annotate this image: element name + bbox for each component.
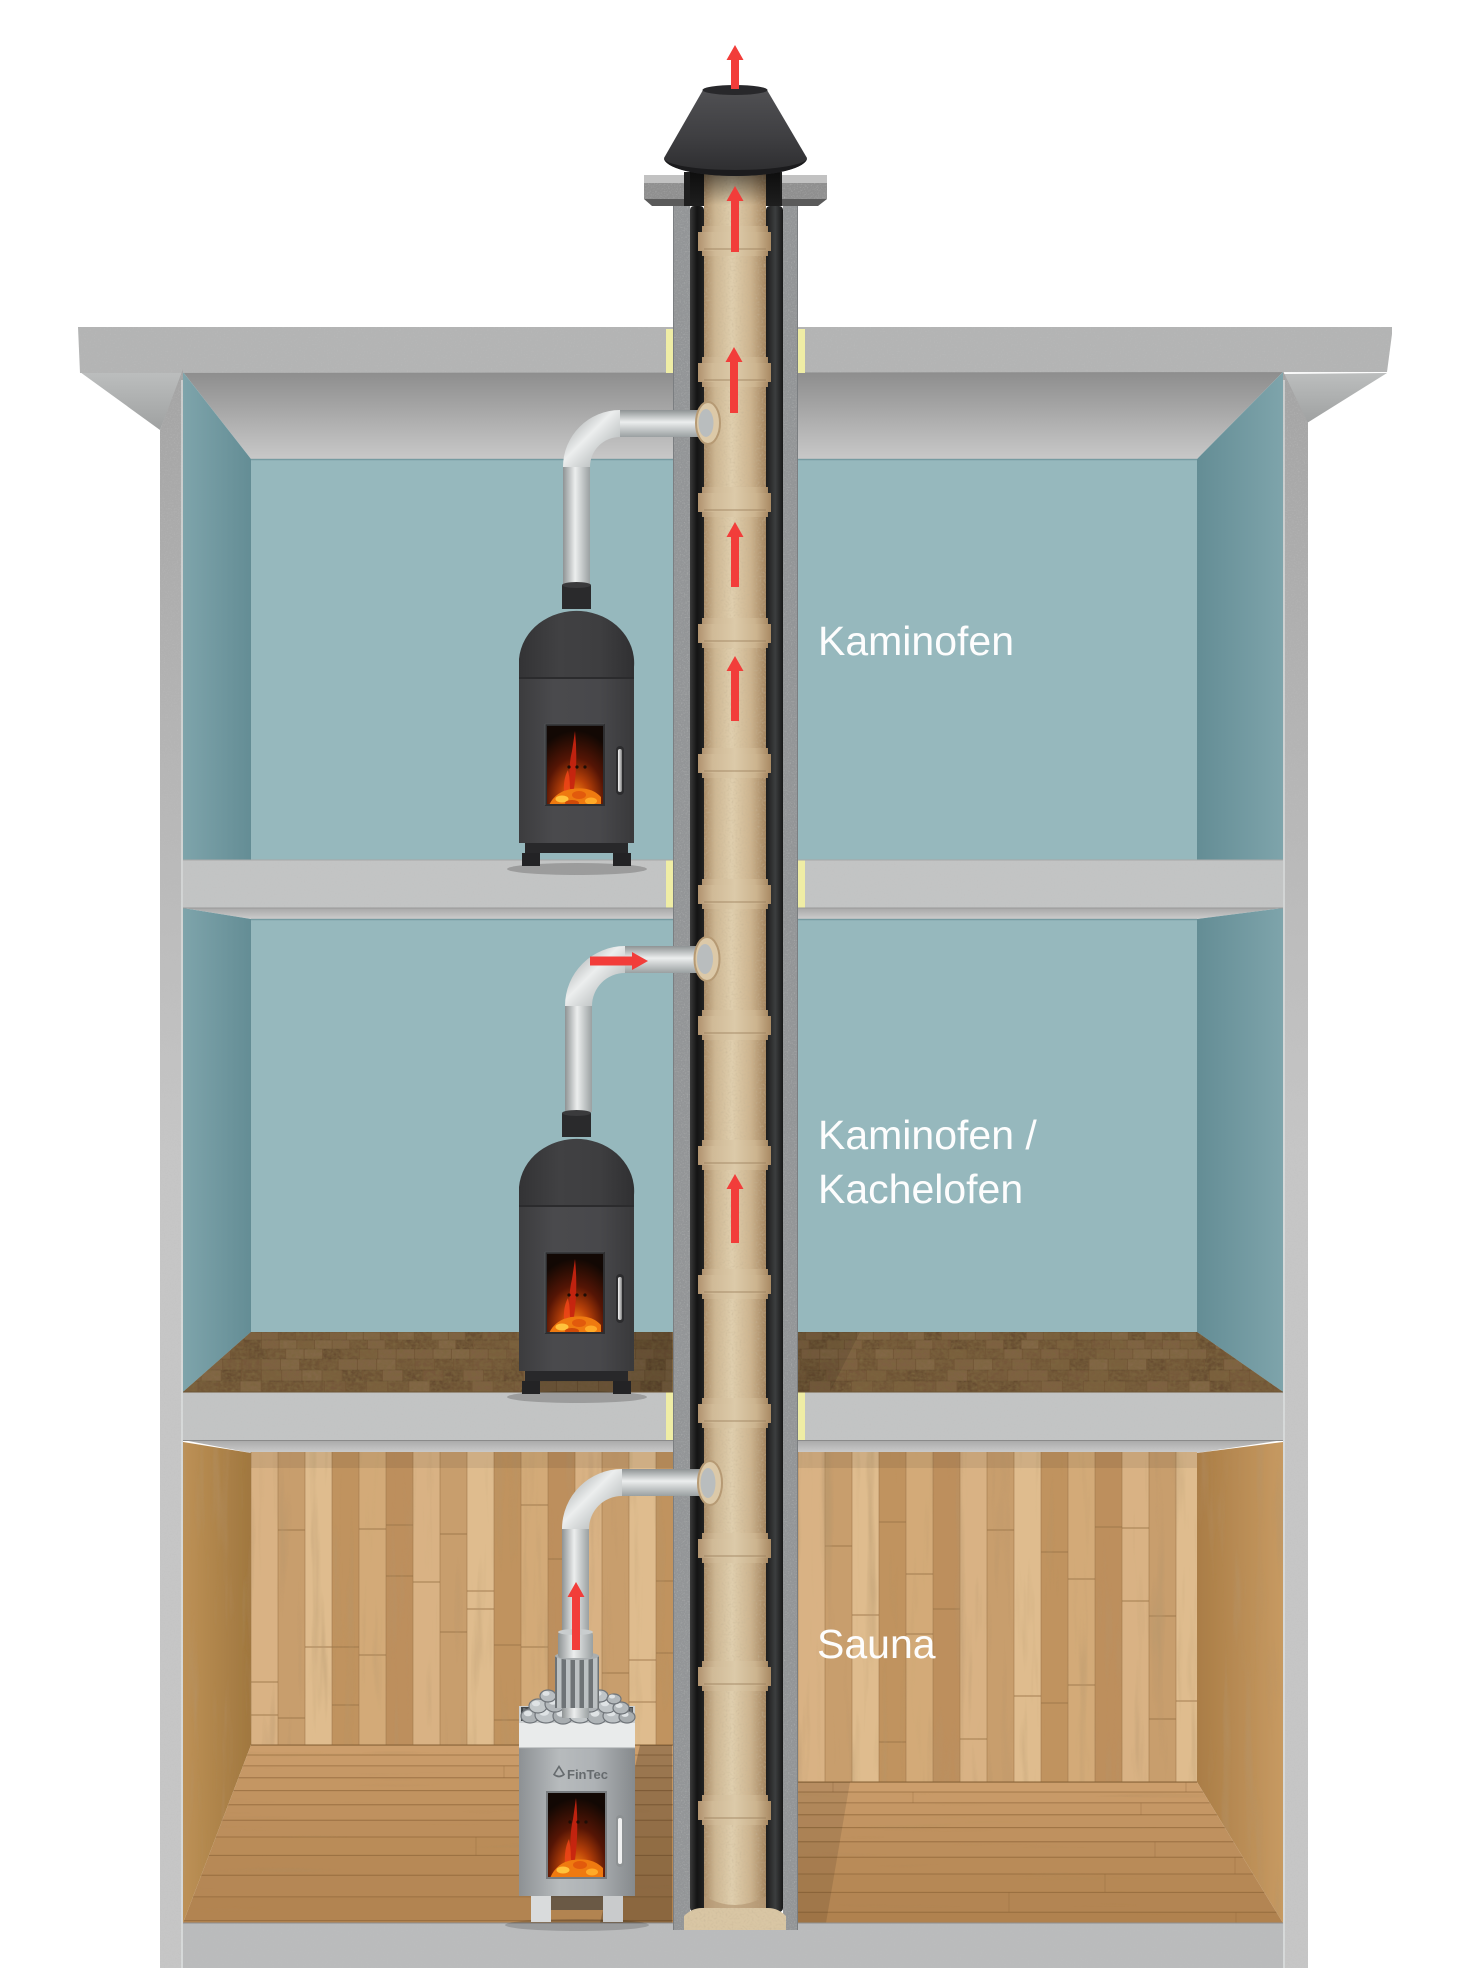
- svg-text:Kachelofen: Kachelofen: [818, 1166, 1023, 1212]
- svg-text:FinTec: FinTec: [567, 1767, 608, 1782]
- svg-text:Sauna: Sauna: [817, 1621, 936, 1667]
- svg-text:Kaminofen: Kaminofen: [818, 618, 1014, 664]
- svg-text:Kaminofen /: Kaminofen /: [818, 1112, 1037, 1158]
